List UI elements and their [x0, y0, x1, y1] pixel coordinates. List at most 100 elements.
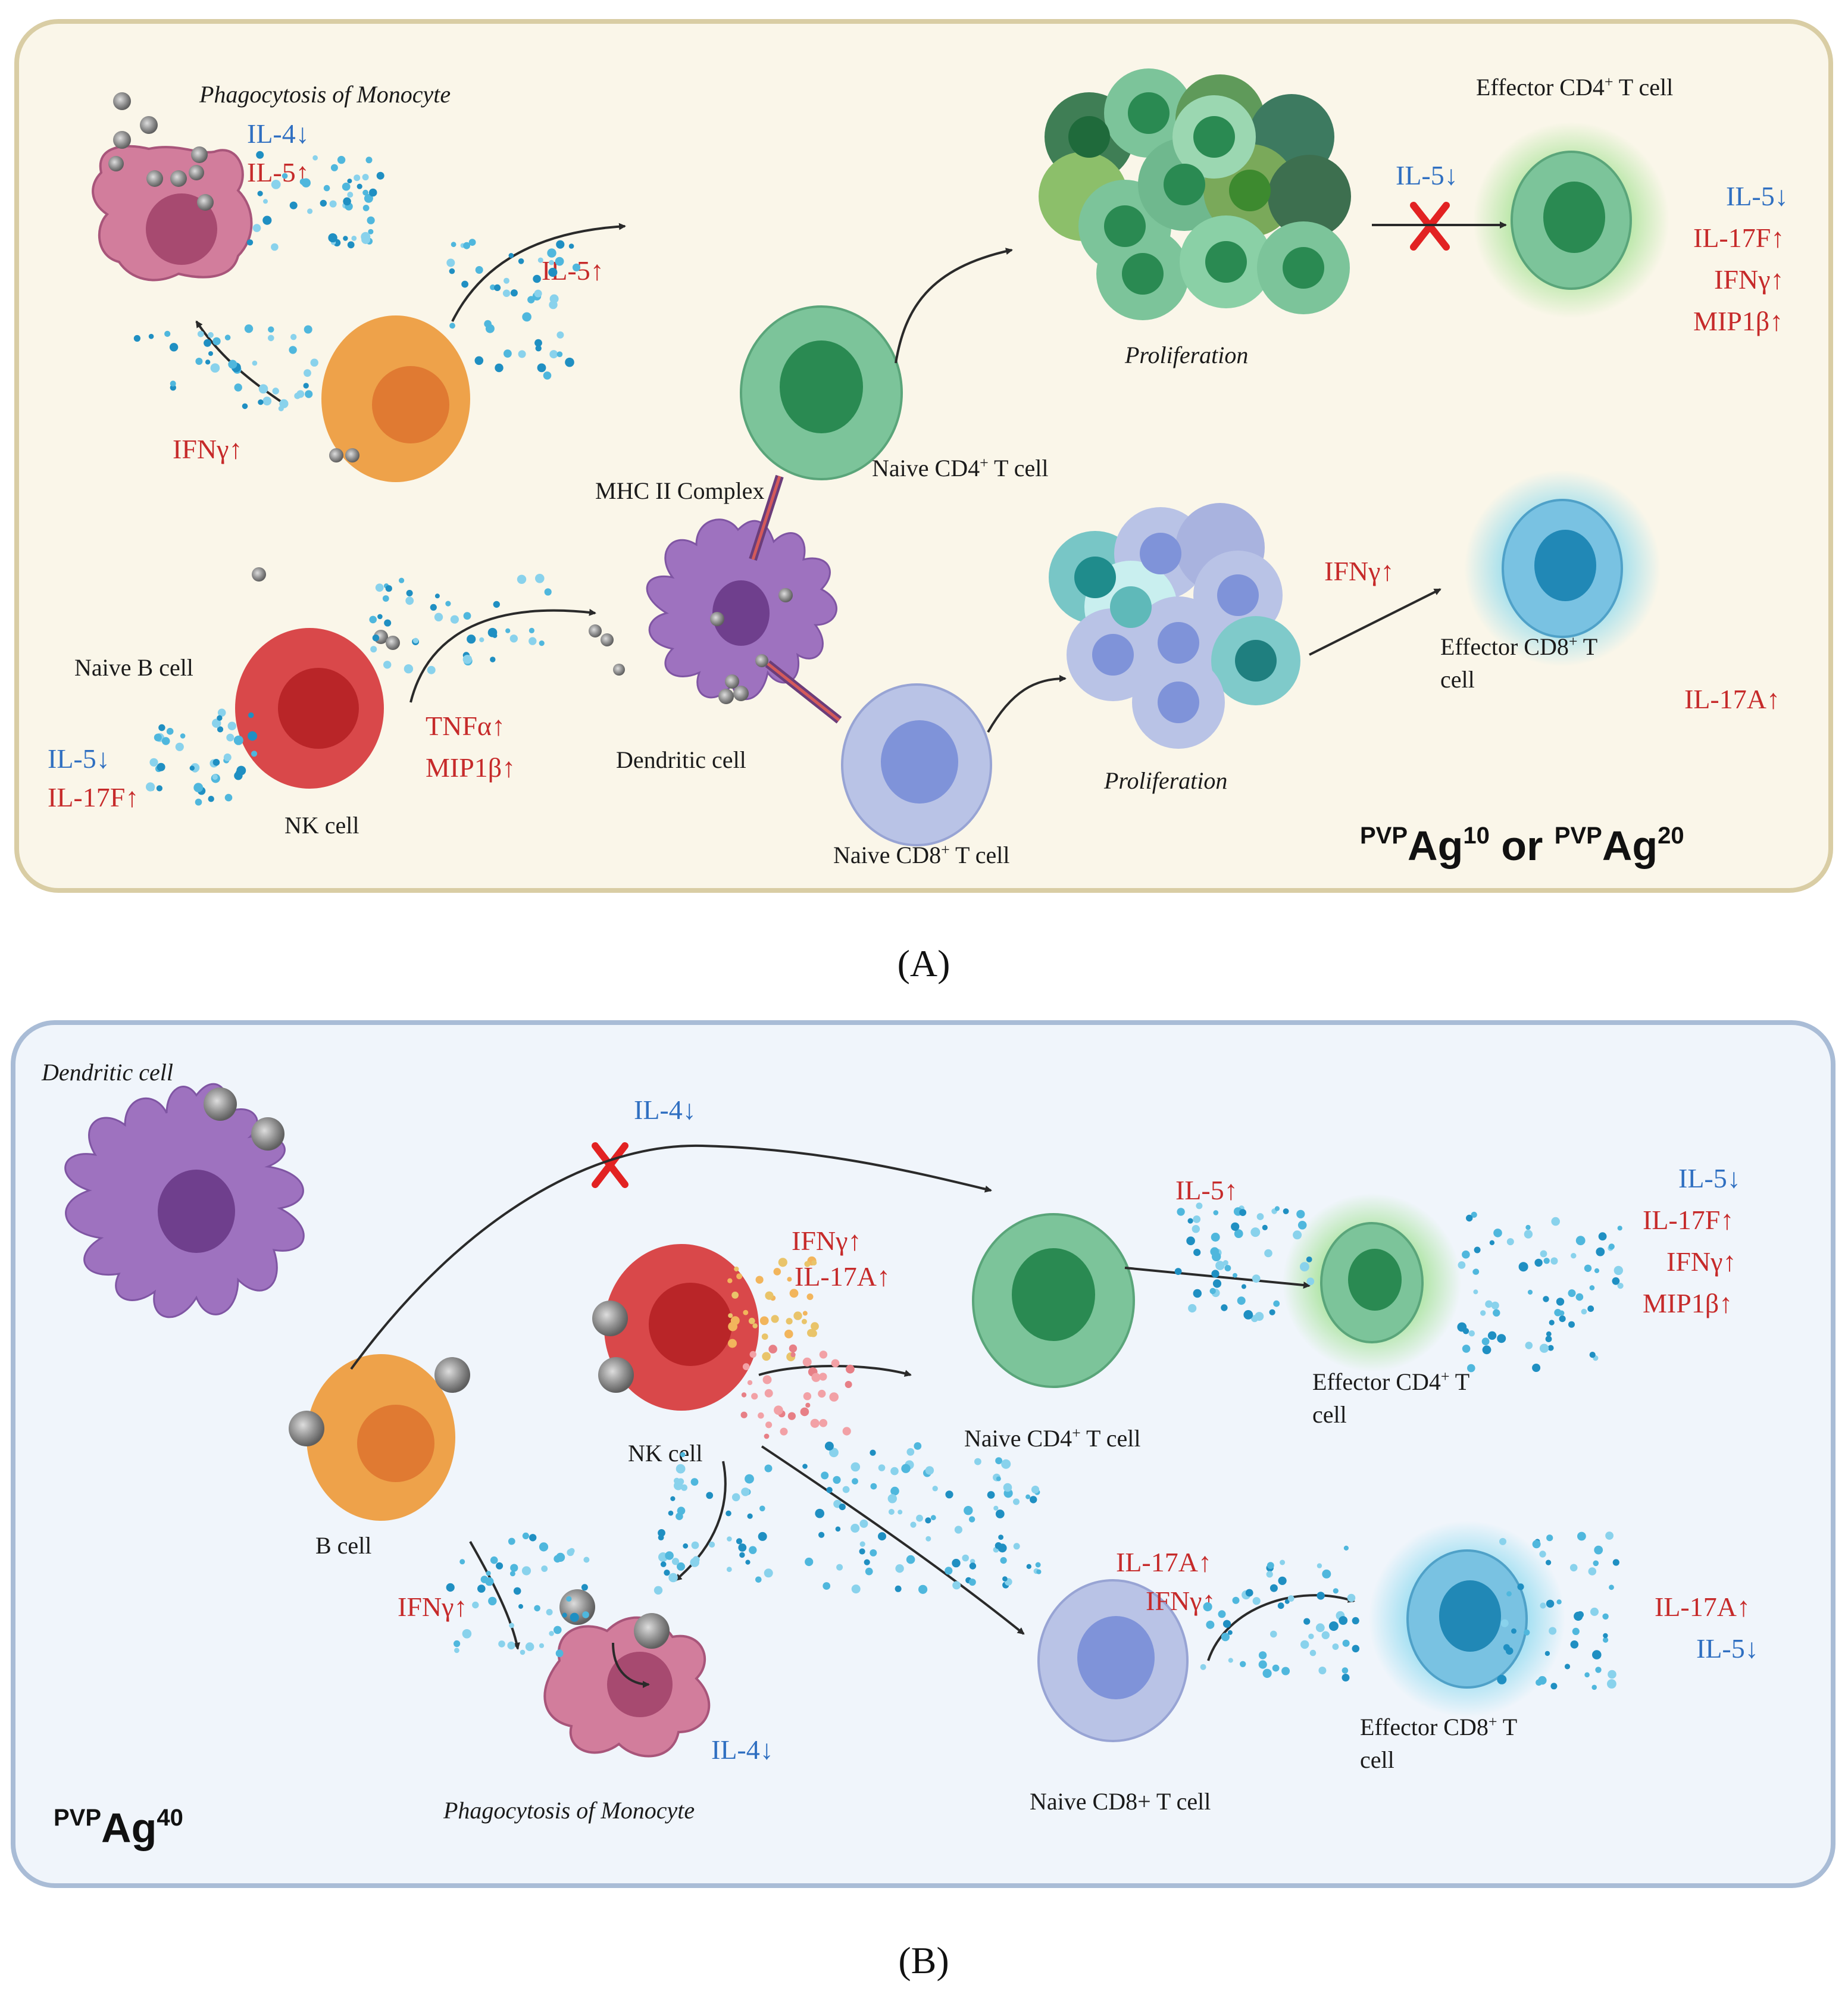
- cytokine-dot: [1035, 1562, 1041, 1568]
- cytokine-dot: [307, 208, 313, 214]
- cytokine-dot: [728, 1339, 737, 1348]
- cytokine-dot: [474, 356, 484, 365]
- cytokine-dot: [1480, 1310, 1486, 1316]
- cytokine-dot: [223, 753, 232, 761]
- cytokine-dot: [475, 266, 483, 274]
- cytokine-dot: [329, 200, 337, 208]
- cytokine-dot: [570, 1612, 579, 1622]
- cytokine-dot: [1543, 1258, 1550, 1264]
- cytokine-dot: [706, 1492, 714, 1499]
- cytokine-dot: [1342, 1639, 1350, 1647]
- cytokine-dot: [1497, 1674, 1507, 1684]
- cytokine-dot: [493, 601, 500, 608]
- cytokine-dot: [534, 289, 542, 298]
- cytokine-dot: [1245, 1589, 1253, 1597]
- cytokine-nk-ifng-b: IFNγ↑: [792, 1226, 861, 1256]
- cytokine-dot: [1481, 1337, 1490, 1346]
- cytokine-dot: [1500, 1619, 1509, 1627]
- cytokine-dot: [731, 1493, 740, 1502]
- cytokine-eff4-il5-b: IL-5↓: [1678, 1163, 1741, 1193]
- cytokine-dot: [446, 1583, 455, 1592]
- cytokine-dot: [668, 1510, 674, 1516]
- cytokine-dot: [337, 155, 346, 164]
- cytokine-dot: [537, 257, 543, 263]
- cytokine-dot: [170, 380, 176, 387]
- cytokine-dot: [1212, 1279, 1222, 1288]
- cytokine-dot: [549, 350, 558, 359]
- cytokine-dot: [546, 1609, 553, 1615]
- cytokine-dot: [1342, 1674, 1350, 1681]
- cytokine-dot: [312, 155, 318, 161]
- cytokine-dot: [1471, 1211, 1477, 1218]
- cytokine-dot: [210, 363, 220, 373]
- cytokine-dot: [1559, 1315, 1566, 1323]
- cytokine-dot: [969, 1562, 977, 1570]
- cytokine-dot: [821, 1471, 829, 1480]
- cytokine-dot: [1250, 1227, 1261, 1237]
- cytokine-dot: [690, 1478, 699, 1486]
- cytokine-dot: [566, 1596, 572, 1602]
- cytokine-dot: [802, 1357, 812, 1367]
- cytokine-dot: [289, 201, 298, 210]
- cytokine-dot: [764, 1389, 773, 1398]
- cytokine-dot: [833, 1476, 841, 1484]
- cytokine-dot: [1532, 1364, 1541, 1372]
- cytokine-dot: [1283, 1208, 1289, 1214]
- cytokine-dot: [268, 335, 274, 342]
- panel-b-background: [11, 1020, 1836, 1888]
- cytokine-dot: [677, 1562, 685, 1571]
- cytokine-dot: [383, 661, 392, 669]
- cytokine-dot: [658, 1529, 665, 1537]
- cytokine-dot: [582, 1611, 589, 1618]
- cytokine-dot: [1281, 1667, 1290, 1676]
- cytokine-dot: [925, 1517, 931, 1524]
- cytokine-dot: [738, 1543, 747, 1552]
- cytokine-dot: [205, 360, 211, 365]
- cytokine-dot: [842, 1427, 851, 1436]
- cytokine-dot: [801, 1318, 807, 1324]
- cytokine-dot: [1569, 1564, 1578, 1572]
- cytokine-dot: [535, 574, 545, 583]
- cytokine-dot: [487, 627, 498, 637]
- cytokine-dot: [529, 637, 537, 645]
- cytokine-dot: [1273, 1300, 1280, 1307]
- cytokine-dot: [1525, 1224, 1531, 1230]
- cytokine-eff4-il17f-a: IL-17F↑: [1693, 223, 1784, 253]
- cytokine-dot: [761, 1333, 768, 1340]
- cytokine-dot: [351, 236, 357, 241]
- cytokine-dot: [534, 339, 542, 347]
- cytokine-dot: [890, 1467, 899, 1476]
- cytokine-dot: [567, 1549, 574, 1556]
- cytokine-dot: [1517, 1583, 1524, 1590]
- cytokine-dot: [852, 1478, 858, 1485]
- cytokine-dot: [759, 1316, 769, 1326]
- cytokine-dot: [1589, 1285, 1595, 1290]
- nk-cell-label-a: NK cell: [284, 812, 359, 839]
- cytokine-dot: [1592, 1650, 1602, 1659]
- cytokine-dot: [262, 215, 272, 225]
- cytokine-dot: [486, 1571, 491, 1576]
- cytokine-dot: [354, 174, 361, 182]
- cytokine-dot: [1609, 1584, 1614, 1590]
- cytokine-dot: [731, 1292, 739, 1299]
- cytokine-dot: [1306, 1257, 1312, 1262]
- mhc-ii-label-a: MHC II Complex: [595, 477, 764, 504]
- cytokine-dot: [323, 185, 330, 192]
- cytokine-dot: [504, 277, 509, 284]
- cytokine-dot: [1241, 1284, 1246, 1289]
- cytokine-dot: [1518, 1262, 1528, 1272]
- cytokine-dot: [226, 733, 234, 742]
- cytokine-dot: [1177, 1208, 1185, 1216]
- cytokine-dot: [1252, 1597, 1261, 1605]
- proliferation-cd4-cluster-a: [1039, 68, 1351, 320]
- cytokine-dot: [1593, 1560, 1599, 1567]
- cytokine-dot: [539, 1542, 549, 1552]
- cytokine-dot: [290, 334, 297, 340]
- cytokine-dot: [811, 1260, 817, 1266]
- cytokine-dot: [257, 190, 263, 196]
- cytokine-dot: [850, 1524, 860, 1533]
- cytokine-dot: [762, 1352, 771, 1361]
- cytokine-eff4-mip1b-a: MIP1β↑: [1693, 306, 1783, 336]
- cytokine-naiveb-il5-a: IL-5↓: [48, 743, 110, 774]
- cytokine-dot: [1540, 1250, 1547, 1258]
